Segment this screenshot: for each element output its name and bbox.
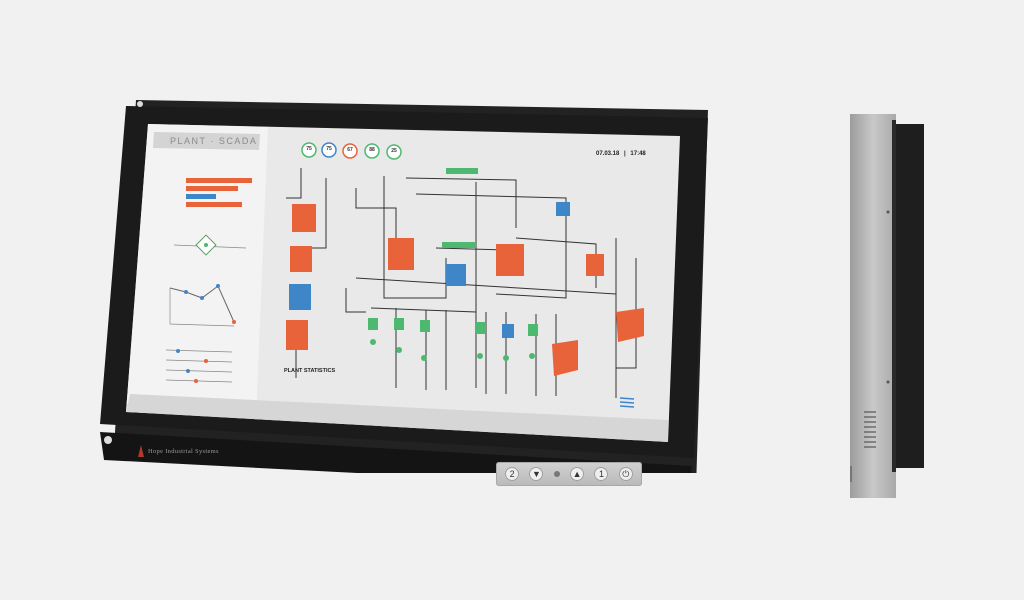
tank-blue	[289, 284, 311, 310]
tank-orange	[290, 246, 312, 272]
monitor-frame	[100, 100, 708, 473]
tank-orange	[586, 254, 604, 276]
mount-hole	[137, 101, 143, 107]
screen-time: 17:48	[630, 151, 646, 157]
valve-green	[476, 322, 486, 334]
gauge-value: 67	[347, 147, 353, 153]
point	[232, 320, 236, 324]
key-up-button[interactable]: ▲	[570, 467, 585, 481]
diamond-center	[204, 243, 208, 247]
key-down-button[interactable]: ▼	[529, 467, 544, 481]
brand-logo-icon	[138, 445, 144, 457]
side-flange	[892, 120, 896, 472]
slider-line	[165, 379, 233, 383]
gauge-ring	[301, 142, 317, 158]
slider-knob	[176, 349, 180, 353]
valve-green	[370, 339, 376, 345]
tank-blue	[556, 202, 570, 216]
point	[216, 284, 220, 288]
valve-green	[477, 353, 483, 359]
tank-orange	[292, 204, 316, 232]
slider-knob	[194, 379, 198, 383]
side-housing	[850, 114, 896, 498]
gauge-ring	[342, 143, 358, 159]
gauge-value: 75	[306, 146, 312, 152]
screen-stats-title: PLANT STATISTICS	[284, 368, 336, 374]
monitor-side-view	[848, 112, 926, 500]
tank-blue	[446, 264, 466, 286]
valve-green	[446, 168, 478, 174]
gauge-value: 25	[391, 148, 397, 154]
screen-nav-strip	[126, 394, 668, 442]
valve-green	[420, 320, 430, 332]
point	[184, 290, 188, 294]
vent-slots	[864, 411, 876, 448]
monitor-front: PLANT · SCADA 07.03.18 | 17:48 PLANT STA…	[96, 98, 710, 486]
key-1-button[interactable]: 1	[594, 467, 609, 481]
tank-orange	[552, 340, 578, 376]
screw-icon	[886, 210, 890, 214]
brand-text: Hope Industrial Systems	[148, 448, 219, 455]
menu-icon[interactable]	[619, 397, 635, 408]
valve-green	[394, 318, 404, 330]
bar	[186, 194, 216, 199]
screw-icon	[886, 380, 890, 384]
valve-green	[421, 355, 427, 361]
indicator-led	[553, 471, 560, 477]
gauge-value: 75	[326, 146, 332, 152]
slider-knob	[204, 359, 208, 363]
tank-orange	[388, 238, 414, 270]
tank-orange	[496, 244, 524, 276]
tank-orange	[286, 320, 308, 350]
valve-green	[528, 324, 538, 336]
screen-date: 07.03.18	[596, 151, 620, 157]
tank-blue	[502, 324, 514, 338]
gauge-ring	[386, 144, 402, 160]
valve-green	[529, 353, 535, 359]
screen-datetime: 07.03.18 | 17:48	[596, 151, 646, 157]
screen-header-bar	[153, 132, 260, 150]
brand-label: Hope Industrial Systems	[138, 445, 219, 457]
screen-header-title: PLANT · SCADA	[170, 136, 258, 146]
slider-knob	[186, 369, 190, 373]
bar	[186, 202, 242, 207]
valve-green	[442, 242, 476, 248]
valve-green	[396, 347, 402, 353]
bar	[186, 186, 238, 191]
point	[200, 296, 204, 300]
bar	[186, 178, 252, 183]
slider-line	[165, 369, 233, 373]
valve-green	[503, 355, 509, 361]
slider-line	[165, 359, 233, 363]
gauge-ring	[364, 143, 380, 159]
side-bezel	[894, 124, 924, 468]
control-keypad: 2 ▼ ▲ 1 ⏻	[496, 462, 642, 486]
mount-hole	[104, 436, 112, 444]
gauge-value: 88	[369, 147, 375, 153]
valve-green	[368, 318, 378, 330]
line-chart-axis	[169, 288, 235, 327]
power-button[interactable]: ⏻	[618, 467, 633, 481]
side-view-drawing	[848, 114, 924, 498]
gauge-ring	[321, 142, 337, 158]
side-port	[848, 466, 852, 482]
key-2-button[interactable]: 2	[505, 467, 520, 481]
screen-left-panel	[126, 124, 268, 418]
tank-orange	[616, 308, 644, 342]
